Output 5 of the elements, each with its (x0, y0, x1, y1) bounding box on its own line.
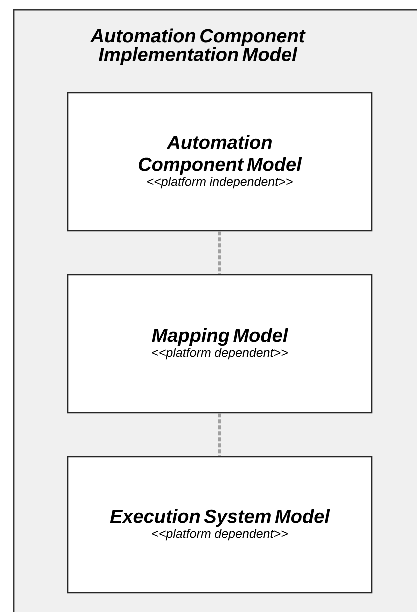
model-box: Mapping Model <<platform dependent>> (67, 274, 373, 414)
connector-line (218, 414, 222, 456)
model-box: Automation Component Model <<platform independent>> (67, 92, 373, 232)
model-box: Execution System Model <<platform dependent>> (67, 456, 373, 594)
connector-line (218, 232, 222, 274)
